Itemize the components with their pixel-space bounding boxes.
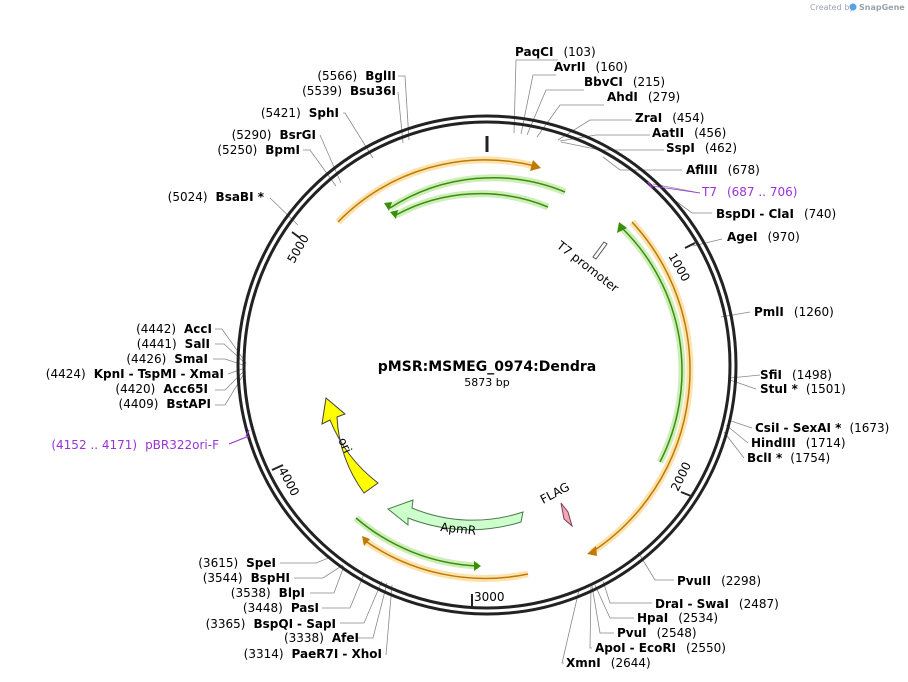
backbone bbox=[236, 114, 738, 616]
site-drai-swai[interactable]: DraI- SwaI(2487) bbox=[655, 597, 779, 611]
site-hindiii[interactable]: HindIII(1714) bbox=[751, 436, 846, 450]
flag-arrow-icon bbox=[560, 502, 573, 528]
site-avrii[interactable]: AvrII(160) bbox=[554, 60, 628, 74]
backbone-outer-ring bbox=[236, 114, 738, 616]
site-stui[interactable]: StuI *(1501) bbox=[760, 382, 846, 396]
ori-arrow bbox=[321, 397, 379, 494]
site-pasi[interactable]: (3448)PasI bbox=[243, 601, 319, 615]
site-acc65i[interactable]: (4420)Acc65I bbox=[115, 382, 208, 396]
site-pvuii[interactable]: PvuII(2298) bbox=[677, 574, 761, 588]
ori-label: ori bbox=[335, 435, 354, 455]
ampr-label: ApmR bbox=[440, 520, 477, 538]
plasmid-length: 5873 bp bbox=[464, 376, 509, 389]
backbone-inner-ring bbox=[242, 120, 732, 610]
site-paqci[interactable]: PaqCI(103) bbox=[515, 45, 596, 59]
site-sali[interactable]: (4441)SalI bbox=[137, 337, 210, 351]
site-bsrgi[interactable]: (5290)BsrGI bbox=[232, 128, 316, 142]
restriction-site-labels: PaqCI(103) AvrII(160) BbvCI(215) AhdI(27… bbox=[46, 45, 890, 670]
orange-feature-right bbox=[591, 221, 691, 553]
green-feature-right bbox=[621, 227, 683, 463]
site-afei[interactable]: (3338)AfeI bbox=[284, 631, 359, 645]
orange-feature-bottom bbox=[363, 539, 529, 580]
primer-t7[interactable]: T7(687 .. 706) bbox=[701, 185, 797, 199]
feature-arcs bbox=[335, 156, 694, 582]
t7-promoter-feature: T7 promoter bbox=[553, 238, 621, 296]
pbr322ori-primer-marker-icon bbox=[228, 429, 250, 445]
tick-5000: 5000 bbox=[284, 232, 311, 265]
credit-text: Created by bbox=[810, 3, 854, 12]
site-blpi[interactable]: (3538)BlpI bbox=[231, 586, 305, 600]
orange-arrowhead-top bbox=[530, 160, 541, 171]
site-bsabi[interactable]: (5024)BsaBI * bbox=[168, 190, 265, 204]
site-xmni[interactable]: XmnI(2644) bbox=[566, 656, 651, 670]
credit-brand: SnapGene bbox=[859, 3, 905, 12]
site-bpmi[interactable]: (5250)BpmI bbox=[217, 143, 300, 157]
ampr-feature: ApmR bbox=[386, 499, 524, 538]
site-pvui[interactable]: PvuI(2548) bbox=[617, 626, 697, 640]
site-spei[interactable]: (3615)SpeI bbox=[198, 556, 276, 570]
site-ahdi[interactable]: AhdI(279) bbox=[607, 90, 680, 104]
green-feature-bottom bbox=[355, 517, 479, 567]
ampr-arrow bbox=[386, 499, 524, 531]
plasmid-title-block: pMSR:MSMEG_0974:Dendra 5873 bp bbox=[378, 359, 596, 389]
site-smai[interactable]: (4426)SmaI bbox=[126, 352, 208, 366]
site-afliii[interactable]: AflIII(678) bbox=[686, 163, 760, 177]
t7-promoter-label: T7 promoter bbox=[553, 238, 621, 296]
primer-markers bbox=[228, 181, 701, 445]
site-apoi-ecori[interactable]: ApoI- EcoRI(2550) bbox=[595, 641, 726, 655]
site-kpni-tspmi-xmai[interactable]: (4424)KpnI- TspMI- XmaI bbox=[46, 367, 224, 381]
plasmid-name: pMSR:MSMEG_0974:Dendra bbox=[378, 359, 596, 375]
flag-label: FLAG bbox=[538, 480, 572, 507]
site-sfii[interactable]: SfiI(1498) bbox=[760, 368, 832, 382]
site-hpai[interactable]: HpaI(2534) bbox=[637, 611, 718, 625]
site-csii-sexai[interactable]: CsiI- SexAI *(1673) bbox=[755, 421, 889, 435]
primer-pbr322ori-f[interactable]: (4152 .. 4171)pBR322ori-F bbox=[51, 438, 219, 452]
t7-primer-marker-icon bbox=[647, 181, 653, 189]
green-feature-top-inner bbox=[395, 192, 549, 216]
site-bglii[interactable]: (5566)BglII bbox=[317, 69, 396, 83]
site-acci[interactable]: (4442)AccI bbox=[136, 322, 212, 336]
credit: Created by SnapGene bbox=[810, 3, 905, 12]
green-feature-top-outer bbox=[389, 177, 566, 209]
site-paer7i-xhoi[interactable]: (3314)PaeR7I- XhoI bbox=[244, 647, 382, 661]
site-bstapi[interactable]: (4409)BstAPI bbox=[119, 397, 211, 411]
site-sspi[interactable]: SspI(462) bbox=[666, 141, 737, 155]
ori-feature: ori bbox=[321, 397, 379, 494]
site-bsphi[interactable]: (3544)BspHI bbox=[203, 571, 290, 585]
orange-feature-top bbox=[337, 159, 536, 223]
snapgene-logo-icon bbox=[849, 3, 857, 11]
site-bsu36i[interactable]: (5539)Bsu36I bbox=[302, 84, 396, 98]
site-bbvci[interactable]: BbvCI(215) bbox=[584, 75, 665, 89]
site-aatii[interactable]: AatII(456) bbox=[652, 126, 726, 140]
site-bspdi-clai[interactable]: BspDI- ClaI(740) bbox=[716, 207, 836, 221]
site-agei[interactable]: AgeI(970) bbox=[727, 230, 800, 244]
site-bcli[interactable]: BclI *(1754) bbox=[747, 451, 830, 465]
tick-3000: 3000 bbox=[474, 590, 505, 604]
site-sphi[interactable]: (5421)SphI bbox=[261, 106, 339, 120]
site-bspqi-sapi[interactable]: (3365)BspQI- SapI bbox=[206, 617, 336, 631]
site-zrai[interactable]: ZraI(454) bbox=[635, 111, 704, 125]
site-pmli[interactable]: PmlI(1260) bbox=[754, 305, 834, 319]
flag-feature: FLAG bbox=[538, 480, 573, 528]
t7-promoter-arrow-icon bbox=[592, 241, 608, 260]
